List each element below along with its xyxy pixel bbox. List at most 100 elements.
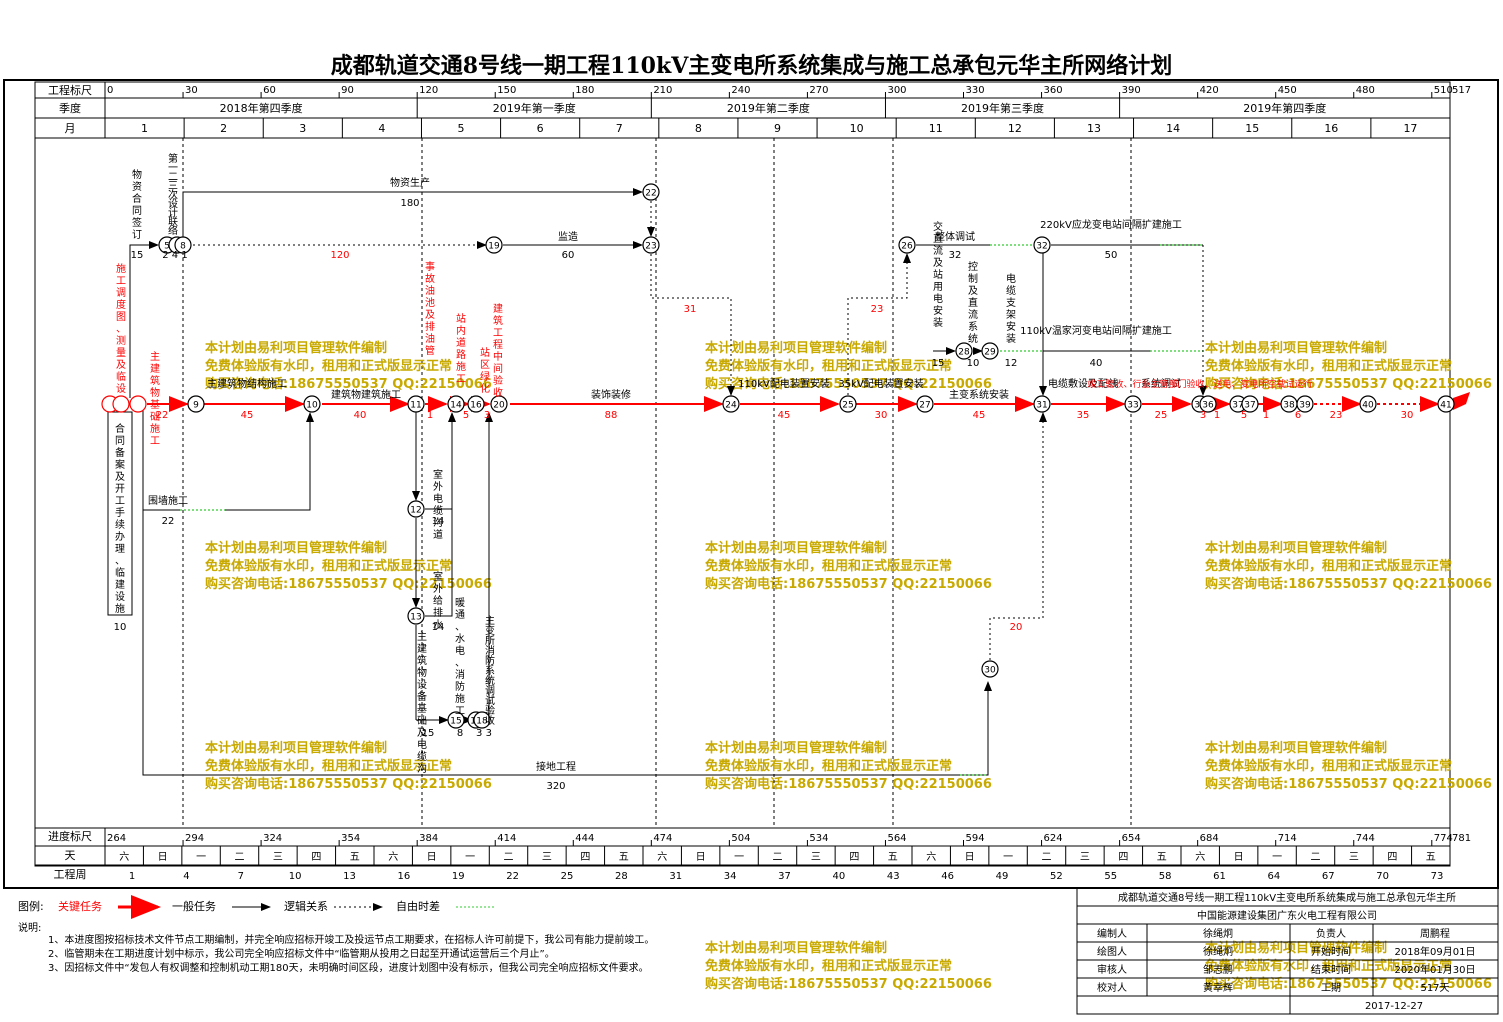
svg-text:11: 11 <box>410 401 421 411</box>
watermark-8: 本计划由易利项目管理软件编制免费体验版有水印，租用和正式版显示正常购买咨询电话:… <box>705 740 992 792</box>
dur-oil-pool: 1 <box>427 410 433 421</box>
svg-text:中: 中 <box>493 350 503 363</box>
svg-text:14: 14 <box>450 401 462 411</box>
week-cell: 13 <box>343 871 356 882</box>
dur-220kv-bay: 50 <box>1105 250 1118 261</box>
svg-text:防: 防 <box>455 680 465 693</box>
svg-text:购买咨询电话:18675550537 QQ:22150066: 购买咨询电话:18675550537 QQ:22150066 <box>1205 976 1492 992</box>
svg-text:统: 统 <box>485 674 495 687</box>
svg-text:物: 物 <box>150 386 160 399</box>
info-responsible-label: 负责人 <box>1316 927 1346 940</box>
day-cell: 一 <box>196 852 206 863</box>
svg-text:绿: 绿 <box>480 370 490 383</box>
svg-text:、: 、 <box>116 324 126 335</box>
week-cell: 10 <box>289 871 302 882</box>
node-13: 13 <box>407 607 425 625</box>
svg-text:暖: 暖 <box>455 596 465 609</box>
svg-text:免费体验版有水印，租用和正式版显示正常: 免费体验版有水印，租用和正式版显示正常 <box>205 758 452 774</box>
svg-text:间: 间 <box>493 362 503 375</box>
node-22: 22 <box>642 183 660 201</box>
svg-text:工: 工 <box>115 496 125 507</box>
month-cell: 17 <box>1403 122 1417 135</box>
svg-text:签: 签 <box>132 216 142 229</box>
day-cell: 四 <box>311 852 321 863</box>
week-cell: 43 <box>887 871 900 882</box>
logic-relations <box>188 201 1207 660</box>
label-civil-building: 建筑物建筑施工 <box>331 388 401 401</box>
month-cell: 15 <box>1245 122 1259 135</box>
svg-text:流: 流 <box>933 244 943 257</box>
month-cell: 10 <box>850 122 864 135</box>
info-editor-label: 编制人 <box>1097 927 1127 940</box>
svg-text:工: 工 <box>455 706 465 717</box>
svg-text:本计划由易利项目管理软件编制: 本计划由易利项目管理软件编制 <box>205 540 387 556</box>
top-tick-label: 120 <box>419 85 438 96</box>
svg-text:9: 9 <box>193 401 199 411</box>
vertical-task-labels: 物资合同签订第一二三次设计联络施工调度图、测量及临设主建筑物基础施工事故油池及排… <box>115 152 1016 775</box>
svg-text:基: 基 <box>150 398 160 411</box>
svg-text:筑: 筑 <box>417 654 427 667</box>
svg-text:道: 道 <box>456 336 466 349</box>
logic-wait-31 <box>650 254 735 396</box>
svg-text:30: 30 <box>984 666 996 676</box>
svg-text:第: 第 <box>168 152 178 165</box>
week-cell: 28 <box>615 871 628 882</box>
dur-35kv-install: 30 <box>875 410 888 421</box>
label-supervision: 监造 <box>558 230 578 243</box>
svg-text:22: 22 <box>645 189 656 199</box>
svg-text:临: 临 <box>116 370 126 383</box>
bottom-tick-label: 781 <box>1452 833 1471 844</box>
svg-text:本计划由易利项目管理软件编制: 本计划由易利项目管理软件编制 <box>1205 340 1387 356</box>
svg-text:免费体验版有水印，租用和正式版显示正常: 免费体验版有水印，租用和正式版显示正常 <box>205 558 452 574</box>
day-cell: 一 <box>734 852 744 863</box>
dur-fire: 3 3 <box>476 728 492 739</box>
svg-text:外: 外 <box>433 481 443 493</box>
svg-text:免费体验版有水印，租用和正式版显示正常: 免费体验版有水印，租用和正式版显示正常 <box>705 558 952 574</box>
svg-text:事: 事 <box>425 260 435 273</box>
svg-text:备: 备 <box>417 690 427 703</box>
label-transformer-install: 主变系统安装 <box>949 388 1009 401</box>
svg-text:开: 开 <box>115 484 125 495</box>
svg-text:本计划由易利项目管理软件编制: 本计划由易利项目管理软件编制 <box>205 740 387 756</box>
dur-transformer-install: 45 <box>973 410 986 421</box>
svg-text:37: 37 <box>1244 401 1255 411</box>
watermark-1: 本计划由易利项目管理软件编制免费体验版有水印，租用和正式版显示正常购买咨询电话:… <box>205 340 492 392</box>
svg-text:建: 建 <box>150 362 160 375</box>
dur-equip-foundation: 15 <box>422 728 435 739</box>
label-decoration: 装饰装修 <box>591 388 631 401</box>
svg-text:18: 18 <box>476 717 488 727</box>
week-cell: 67 <box>1322 871 1335 882</box>
dur-final-30: 30 <box>1401 410 1414 421</box>
note-2: 2、临管期未在工期进度计划中标示，我公司完全响应招标文件中“临管期从投用之日起至… <box>48 947 555 960</box>
svg-text:化: 化 <box>480 382 490 395</box>
day-cell: 四 <box>849 852 859 863</box>
bottom-tick-label: 264 <box>107 833 126 844</box>
svg-text:道: 道 <box>433 528 443 541</box>
dur-control: 10 <box>967 358 980 369</box>
bottom-tick-label: 324 <box>263 833 282 844</box>
label-day: 天 <box>65 849 76 862</box>
week-cell: 52 <box>1050 871 1063 882</box>
svg-text:购买咨询电话:18675550537 QQ:22150066: 购买咨询电话:18675550537 QQ:22150066 <box>205 776 492 792</box>
svg-text:物: 物 <box>417 666 427 679</box>
svg-text:及: 及 <box>933 257 943 269</box>
day-cell: 六 <box>1195 851 1205 863</box>
svg-text:13: 13 <box>410 613 421 623</box>
notes: 说明: 1、本进度图按招标技术文件节点工期编制，并完全响应招标开竣工及投运节点工… <box>18 921 654 974</box>
svg-text:外: 外 <box>433 583 443 595</box>
svg-text:32: 32 <box>1036 242 1047 252</box>
bottom-tick-label: 684 <box>1200 833 1219 844</box>
arrow-material-production <box>182 188 643 243</box>
info-company: 中国能源建设集团广东火电工程有限公司 <box>1197 909 1377 922</box>
svg-text:10: 10 <box>306 401 318 411</box>
outer-frame <box>3 79 1499 889</box>
quarter-cell: 2019年第一季度 <box>493 101 576 115</box>
svg-text:购买咨询电话:18675550537 QQ:22150066: 购买咨询电话:18675550537 QQ:22150066 <box>705 776 992 792</box>
week-cell: 1 <box>129 871 135 882</box>
svg-text:购买咨询电话:18675550537 QQ:22150066: 购买咨询电话:18675550537 QQ:22150066 <box>1205 376 1492 392</box>
node-36: 36 <box>1199 395 1217 413</box>
svg-text:控: 控 <box>968 260 978 273</box>
label-110kv-install: 110kV配电装置安装 <box>738 377 830 390</box>
